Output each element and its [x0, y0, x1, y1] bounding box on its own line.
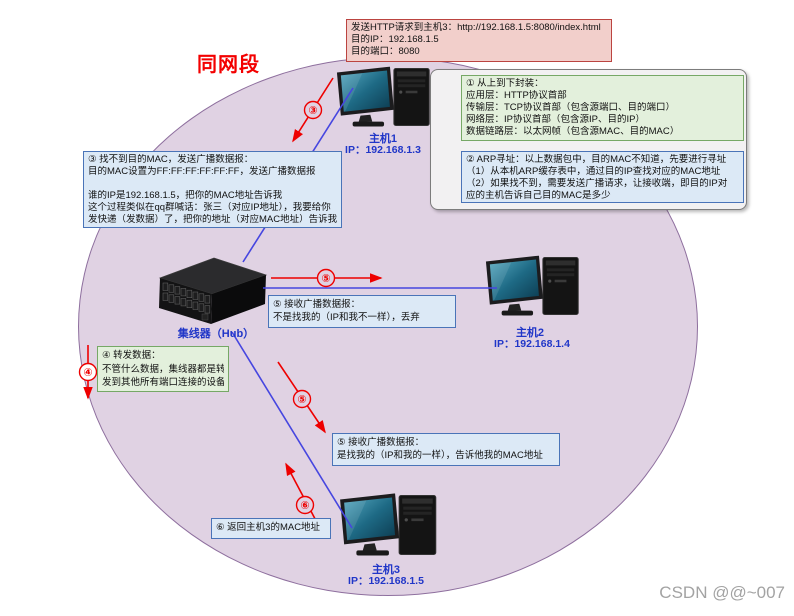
hub-image [158, 257, 268, 324]
host1-image [333, 66, 441, 130]
http-request-line: 发送HTTP请求到主机3：http://192.168.1.5:8080/ind… [351, 22, 601, 33]
host3-receive-line: 是找我的（IP和我的一样），告诉他我的MAC地址 [337, 450, 543, 461]
arp-line: （2）如果找不到，需要发送广播请求，让接收端，即目的IP对 [466, 178, 728, 189]
host2-name-label: 主机2 [515, 327, 545, 339]
host2-receive-line: ⑤ 接收广播数据报： [273, 299, 361, 310]
host2-receive-box: ⑤ 接收广播数据报： 不是找我的（IP和我不一样），丢弃 [268, 295, 456, 328]
broadcast-line: 发快递（发数据）了，把你的地址（对应MAC地址）告诉我 [88, 214, 337, 225]
host1-name-label: 主机1 [368, 133, 398, 145]
broadcast-line: 谁的IP是192.168.1.5，把你的MAC地址告诉我 [88, 190, 283, 201]
host3-name-label: 主机3 [371, 564, 401, 576]
broadcast-line [88, 178, 337, 190]
host3-image [336, 492, 448, 560]
host2-image [482, 254, 590, 320]
hub-label: 集线器（Hub） [177, 328, 255, 340]
broadcast-line: 目的MAC设置为FF:FF:FF:FF:FF:FF，发送广播数据报 [88, 166, 316, 177]
arp-line: 应的主机告诉自己目的MAC是多少 [466, 190, 611, 201]
reply-mac-line: ⑥ 返回主机3的MAC地址 [216, 522, 321, 533]
arp-line: （1）从本机ARP缓存表中，通过目的IP查找对应的MAC地址 [466, 166, 721, 177]
enc-line: 数据链路层：以太网帧（包含源MAC、目的MAC） [466, 126, 680, 137]
host2-ip-label: IP：192.168.1.4 [494, 338, 570, 350]
broadcast-line: 这个过程类似在qq群喊话：张三（对应IP地址），我要给你 [88, 202, 331, 213]
dest-port-line: 目的端口：8080 [351, 46, 420, 57]
reply-mac-box: ⑥ 返回主机3的MAC地址 [211, 518, 331, 539]
forward-line: 发到其他所有端口连接的设备 [102, 377, 224, 388]
region-label: 同网段 [197, 54, 260, 76]
watermark: CSDN @@~007 [659, 583, 785, 602]
host2-receive-line: 不是找我的（IP和我不一样），丢弃 [273, 312, 420, 323]
forward-note-box: ④ 转发数据： 不管什么数据，集线器都是转 发到其他所有端口连接的设备 [97, 346, 229, 392]
enc-line: 应用层：HTTP协议首部 [466, 90, 567, 101]
enc-line: ① 从上到下封装： [466, 78, 544, 89]
broadcast-line: ③ 找不到目的MAC，发送广播数据报： [88, 154, 254, 165]
dest-ip-line: 目的IP：192.168.1.5 [351, 34, 439, 45]
host1-ip-label: IP：192.168.1.3 [345, 144, 421, 156]
enc-line: 传输层：TCP协议首部（包含源端口、目的端口） [466, 102, 676, 113]
host3-receive-box: ⑤ 接收广播数据报： 是找我的（IP和我的一样），告诉他我的MAC地址 [332, 433, 560, 466]
broadcast-note-box: ③ 找不到目的MAC，发送广播数据报： 目的MAC设置为FF:FF:FF:FF:… [83, 151, 342, 228]
http-request-box: 发送HTTP请求到主机3：http://192.168.1.5:8080/ind… [346, 19, 612, 62]
forward-line: ④ 转发数据： [102, 350, 161, 361]
arp-line: ② ARP寻址：以上数据包中，目的MAC不知道，先要进行寻址 [466, 154, 727, 165]
enc-line: 网络层：IP协议首部（包含源IP、目的IP） [466, 114, 645, 125]
host3-receive-line: ⑤ 接收广播数据报： [337, 437, 425, 448]
encapsulation-note-box: ① 从上到下封装： 应用层：HTTP协议首部 传输层：TCP协议首部（包含源端口… [461, 75, 744, 141]
host3-ip-label: IP：192.168.1.5 [348, 575, 424, 587]
arp-note-box: ② ARP寻址：以上数据包中，目的MAC不知道，先要进行寻址 （1）从本机ARP… [461, 151, 744, 203]
forward-line: 不管什么数据，集线器都是转 [102, 363, 224, 375]
